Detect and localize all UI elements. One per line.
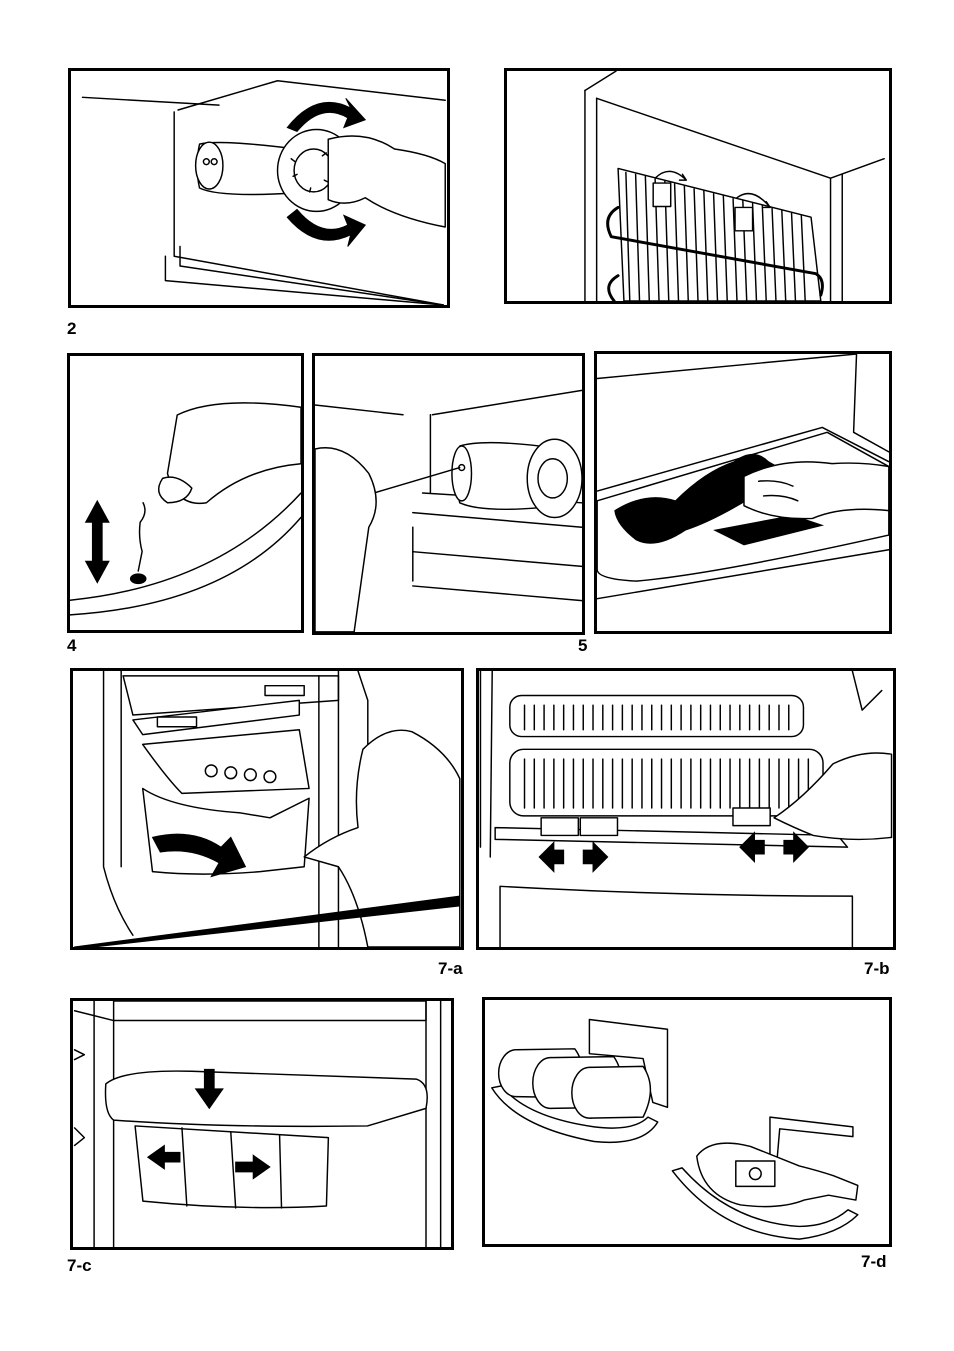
condenser-rear-illustration bbox=[507, 71, 889, 301]
freezer-shelf-illustration bbox=[479, 671, 893, 947]
panel-knob-screwdriver bbox=[312, 353, 585, 635]
figure-label-7a: 7-a bbox=[438, 960, 463, 977]
crisper-drawer-illustration bbox=[73, 671, 461, 947]
knob-screwdriver-illustration bbox=[315, 356, 582, 632]
panel-condenser-rear bbox=[504, 68, 892, 304]
can-bottle-rack-illustration bbox=[485, 1000, 889, 1244]
panel-thermostat-knob bbox=[68, 68, 450, 308]
panel-crisper-drawer bbox=[70, 668, 464, 950]
panel-drain-plug bbox=[67, 353, 304, 633]
door-shelf-illustration bbox=[73, 1001, 451, 1247]
defrost-wipe-illustration bbox=[597, 354, 889, 631]
panel-door-shelf bbox=[70, 998, 454, 1250]
figure-label-7c: 7-c bbox=[67, 1257, 92, 1274]
figure-label-5: 5 bbox=[578, 637, 587, 654]
panel-defrost-wipe bbox=[594, 351, 892, 634]
panel-can-bottle-rack bbox=[482, 997, 892, 1247]
figure-label-7b: 7-b bbox=[864, 960, 890, 977]
thermostat-knob-illustration bbox=[71, 71, 447, 305]
figure-label-4: 4 bbox=[67, 637, 76, 654]
panel-freezer-shelf bbox=[476, 668, 896, 950]
figure-label-7d: 7-d bbox=[861, 1253, 887, 1270]
drain-plug-illustration bbox=[70, 356, 301, 630]
figure-label-2: 2 bbox=[67, 320, 76, 337]
